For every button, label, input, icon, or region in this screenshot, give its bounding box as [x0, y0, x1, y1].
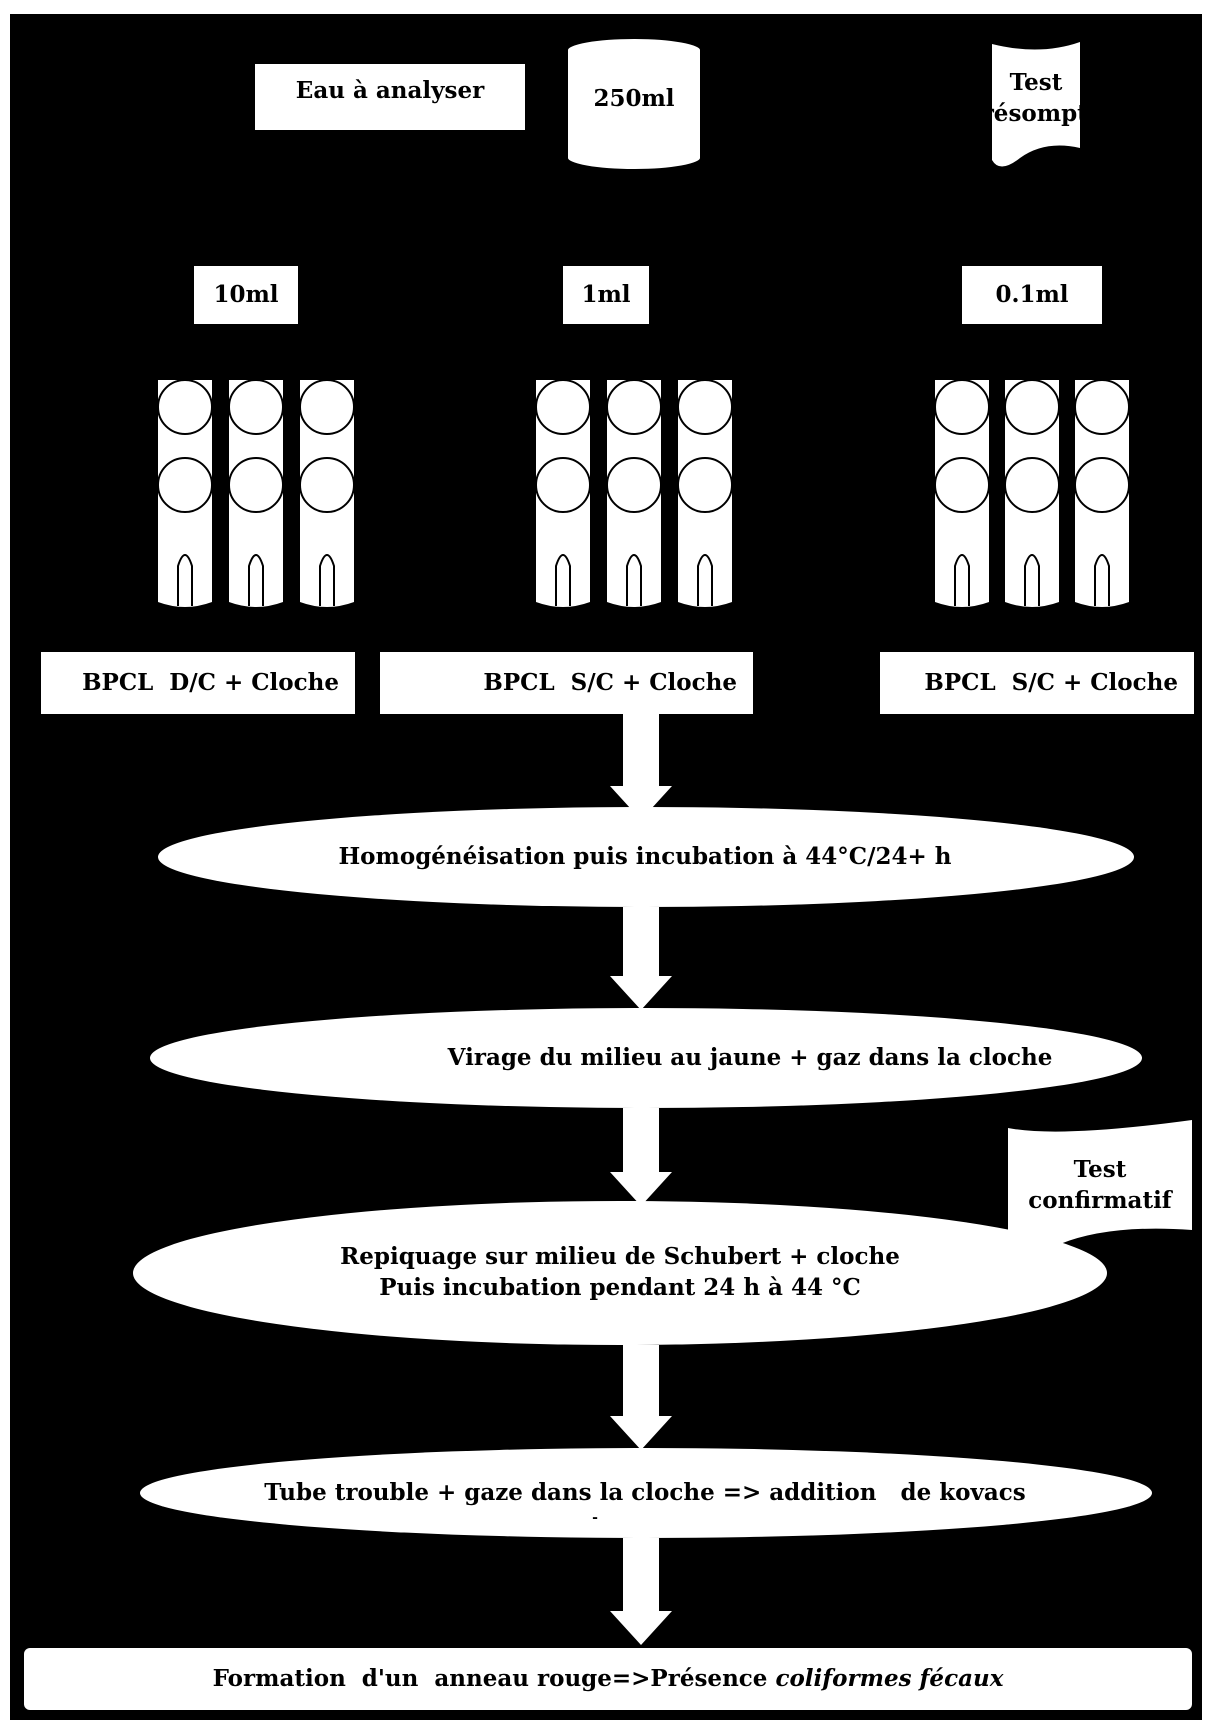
- subculture-step-label: Repiquage sur milieu de Schubert + cloch…: [180, 1230, 1060, 1314]
- test-tube-10ml-3: [299, 379, 355, 607]
- kovacs-ellipse: [140, 1448, 1152, 1538]
- test-tube-1ml-1: [535, 379, 591, 607]
- sample-cylinder: [566, 37, 702, 171]
- presumptive-test-line1: Test: [1009, 68, 1063, 96]
- subculture-line2: Puis incubation pendant 24 h à 44 °C: [379, 1274, 861, 1301]
- test-tube-1ml-3: [677, 379, 733, 607]
- incubation-ellipse: [158, 807, 1134, 907]
- presumptive-test-line2: présomptif: [965, 100, 1107, 127]
- medium-0-1ml-label: BPCL S/C + Cloche: [924, 669, 1178, 697]
- result-label: Formation d'un anneau rouge=>Présence co…: [24, 1648, 1192, 1710]
- incubation-step-label: Homogénéisation puis incubation à 44°C/2…: [338, 843, 952, 871]
- sample-label: Eau à analyser: [295, 77, 485, 105]
- kovacs-step-label: Tube trouble + gaze dans la cloche => ad…: [264, 1479, 1026, 1507]
- confirmative-test-line1: Test: [1073, 1155, 1127, 1183]
- confirmative-test-line2: confirmatif: [1028, 1187, 1172, 1214]
- flow-arrow-1: [610, 714, 672, 820]
- test-tubes: [157, 379, 1130, 607]
- presumptive-test-banner: [992, 42, 1080, 167]
- result-text: Formation d'un anneau rouge=>Présence: [212, 1665, 776, 1693]
- test-tube-0-1ml-2: [1004, 379, 1060, 607]
- medium-box-0-1ml: [880, 652, 1194, 714]
- test-tube-10ml-1: [157, 379, 213, 607]
- sample-box: [255, 64, 525, 130]
- medium-10ml-label: BPCL D/C + Cloche: [82, 669, 339, 697]
- flow-arrow-2: [610, 907, 672, 1010]
- volume-label: 250ml: [593, 85, 675, 113]
- result-box: [24, 1648, 1192, 1710]
- medium-1ml-label: BPCL S/C + Cloche: [483, 669, 737, 697]
- test-tube-1ml-2: [606, 379, 662, 607]
- result-organism: coliformes fécaux: [775, 1665, 1004, 1693]
- confirmative-test-banner: [1008, 1120, 1192, 1252]
- flow-arrow-3: [610, 1108, 672, 1206]
- flow-arrow-5: [610, 1538, 672, 1645]
- medium-box-10ml: [41, 652, 355, 714]
- medium-box-1ml: [380, 652, 753, 714]
- flow-arrows: [610, 714, 672, 1645]
- volume-0-1ml-label: 0.1ml: [995, 281, 1069, 309]
- presumptive-test-label: Test présomptif: [966, 58, 1107, 138]
- confirmative-test-label: Test confirmatif: [1008, 1145, 1192, 1225]
- test-tube-0-1ml-1: [934, 379, 990, 607]
- volume-box-10ml: [194, 266, 298, 324]
- flow-arrow-4: [610, 1345, 672, 1450]
- kovacs-dash: -: [592, 1509, 598, 1526]
- subculture-ellipse: [133, 1201, 1107, 1345]
- subculture-line1: Repiquage sur milieu de Schubert + cloch…: [340, 1242, 900, 1270]
- volume-10ml-label: 10ml: [213, 281, 279, 309]
- volume-box-0-1ml: [962, 266, 1102, 324]
- volume-1ml-label: 1ml: [581, 281, 631, 309]
- test-tube-0-1ml-3: [1074, 379, 1130, 607]
- volume-box-1ml: [563, 266, 649, 324]
- test-tube-10ml-2: [228, 379, 284, 607]
- color-change-ellipse: [150, 1008, 1142, 1108]
- color-change-step-label: Virage du milieu au jaune + gaz dans la …: [447, 1044, 1053, 1072]
